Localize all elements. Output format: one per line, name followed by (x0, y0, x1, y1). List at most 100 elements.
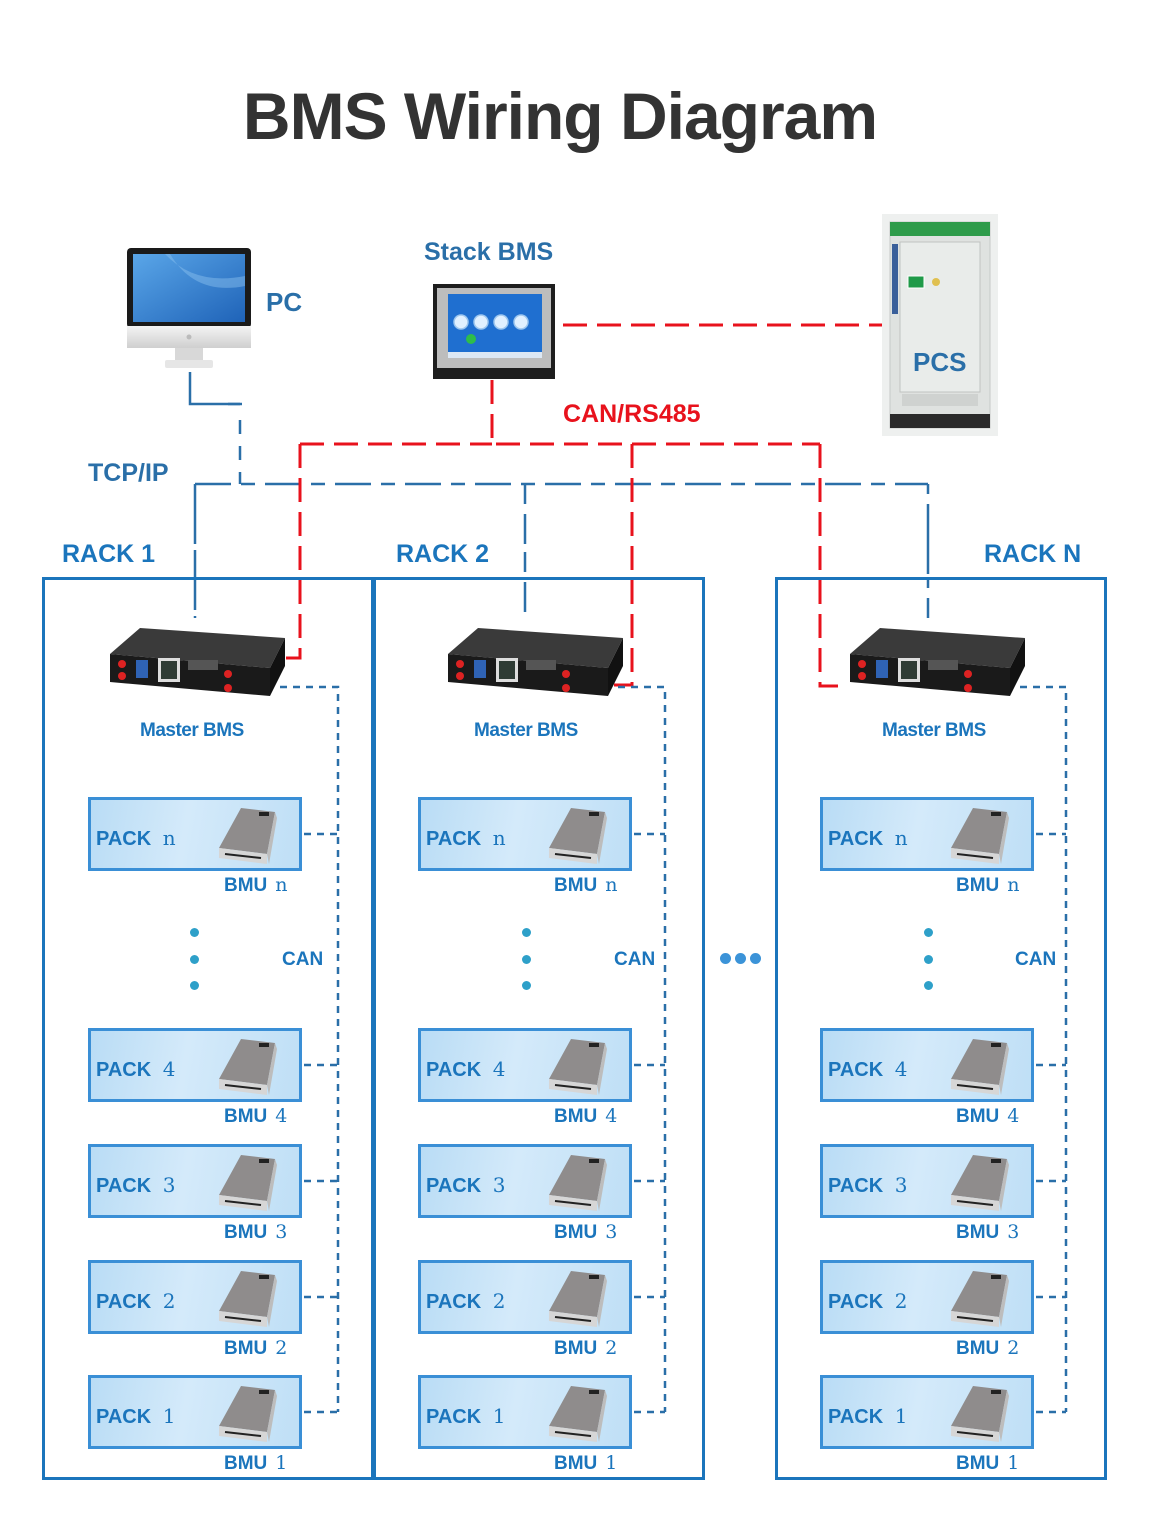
rack-label: RACK 2 (396, 540, 490, 568)
pack-box: PACK 3 (88, 1144, 302, 1218)
pack-number: 2 (894, 1289, 908, 1313)
pc-link (188, 372, 240, 406)
pack-label: PACK n (426, 826, 506, 851)
can-bus-line (280, 685, 340, 1412)
pack-box: PACK 1 (418, 1375, 632, 1449)
bmu-word: BMU (554, 1338, 598, 1359)
pack-word: PACK (828, 828, 884, 850)
bmu-label: BMU 2 (554, 1337, 617, 1360)
bmu-device-icon (549, 1039, 607, 1095)
bmu-word: BMU (224, 1453, 268, 1474)
pack-box: PACK 4 (820, 1028, 1034, 1102)
pack-label: PACK 1 (828, 1404, 907, 1429)
pack-word: PACK (426, 828, 482, 850)
master-bms-device (110, 628, 285, 706)
pack-number: 2 (162, 1289, 176, 1313)
bmu-device-icon (549, 1386, 607, 1442)
cabinet-icon (882, 214, 998, 436)
more-packs-dot (522, 955, 531, 964)
more-racks-dot (750, 953, 761, 964)
stack-bms-device (433, 284, 555, 379)
more-packs-dot (924, 928, 933, 937)
pack-word: PACK (96, 1291, 152, 1313)
bmu-number: 4 (605, 1105, 618, 1127)
more-packs-dot (190, 981, 199, 990)
pack-number: 3 (492, 1173, 506, 1197)
bmu-word: BMU (956, 1338, 1000, 1359)
bmu-number: n (275, 874, 288, 896)
bmu-number: 3 (605, 1221, 618, 1243)
pack-number: 3 (894, 1173, 908, 1197)
pack-label: PACK 2 (828, 1289, 907, 1314)
more-packs-dot (924, 981, 933, 990)
bmu-device-icon (549, 1271, 607, 1327)
pack-number: 1 (492, 1404, 506, 1428)
bmu-device-icon (951, 1155, 1009, 1211)
bmu-device-icon (951, 808, 1009, 864)
pack-label: PACK 1 (96, 1404, 175, 1429)
pack-word: PACK (426, 1291, 482, 1313)
bmu-number: 2 (1007, 1337, 1020, 1359)
pack-label: PACK 3 (828, 1173, 907, 1198)
can-rs485-network (284, 323, 882, 688)
can-drop-rackn (818, 444, 838, 688)
bmu-word: BMU (956, 1222, 1000, 1243)
pack-label: PACK 4 (828, 1057, 907, 1082)
rack-1 (42, 577, 374, 1480)
bmu-word: BMU (224, 1338, 268, 1359)
master-bms-device (850, 628, 1025, 706)
pack-label: PACK 1 (426, 1404, 505, 1429)
pack-word: PACK (426, 1175, 482, 1197)
bmu-number: 2 (605, 1337, 618, 1359)
can-bus-line (1020, 685, 1068, 1412)
bmu-number: n (1007, 874, 1020, 896)
pack-label: PACK 3 (96, 1173, 175, 1198)
pack-box: PACK 2 (88, 1260, 302, 1334)
bmu-word: BMU (554, 1453, 598, 1474)
pack-number: 4 (162, 1057, 176, 1081)
more-packs-dot (190, 955, 199, 964)
pack-label: PACK n (96, 826, 176, 851)
bmu-label: BMU 3 (224, 1221, 287, 1244)
can-bus-line (618, 685, 667, 1412)
bmu-label: BMU 3 (956, 1221, 1019, 1244)
more-packs-dot (190, 928, 199, 937)
bmu-number: n (605, 874, 618, 896)
bmu-word: BMU (956, 875, 1000, 896)
pcs-cabinet (882, 214, 998, 436)
bmu-number: 3 (275, 1221, 288, 1243)
master-bms-icon (850, 628, 1025, 696)
bmu-word: BMU (554, 1222, 598, 1243)
can-drop-rack2 (614, 444, 634, 687)
more-packs-dot (522, 928, 531, 937)
can-label: CAN (282, 949, 324, 970)
pack-label: PACK 4 (96, 1057, 175, 1082)
pack-box: PACK n (418, 797, 632, 871)
bmu-number: 3 (1007, 1221, 1020, 1243)
pack-word: PACK (828, 1175, 884, 1197)
pack-word: PACK (828, 1406, 884, 1428)
pack-number: n (894, 826, 908, 850)
pack-word: PACK (96, 1175, 152, 1197)
pack-box: PACK 4 (418, 1028, 632, 1102)
pack-label: PACK 3 (426, 1173, 505, 1198)
master-bms-icon (110, 628, 285, 696)
pack-label: PACK 2 (426, 1289, 505, 1314)
bmu-device-icon (219, 1039, 277, 1095)
bmu-word: BMU (224, 1222, 268, 1243)
pack-box: PACK n (88, 797, 302, 871)
bmu-device-icon (951, 1039, 1009, 1095)
bmu-word: BMU (956, 1106, 1000, 1127)
pack-label: PACK n (828, 826, 908, 851)
bmu-label: BMU 3 (554, 1221, 617, 1244)
bmu-number: 1 (605, 1452, 618, 1474)
more-packs-dot (522, 981, 531, 990)
pack-number: 2 (492, 1289, 506, 1313)
pc-label: PC (266, 287, 303, 317)
